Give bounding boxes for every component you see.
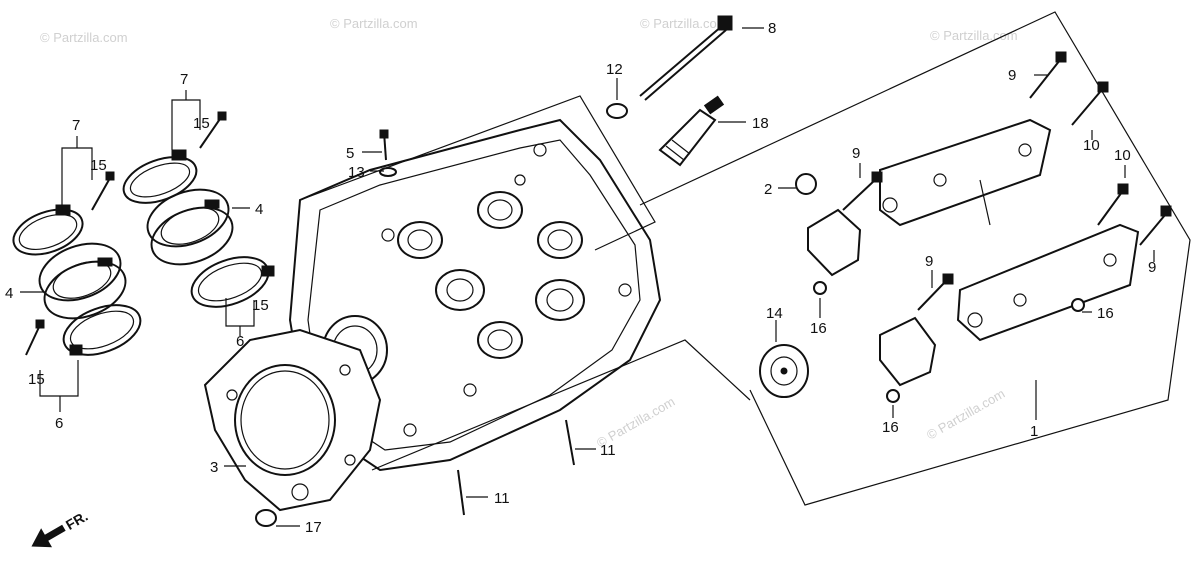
callout-7-lower: 7 xyxy=(72,117,80,134)
callout-9-mid: 9 xyxy=(852,145,860,162)
callout-15-upper-bottom: 15 xyxy=(252,297,269,314)
rocker-arm-assembly xyxy=(639,11,1191,506)
callout-9-top: 9 xyxy=(1008,67,1016,84)
front-arrow-icon xyxy=(31,524,66,548)
callout-1: 1 xyxy=(1030,423,1038,440)
head-group-outline-lower xyxy=(371,339,751,471)
callout-7-upper: 7 xyxy=(180,71,188,88)
callout-9-right: 9 xyxy=(1148,259,1156,276)
callout-12: 12 xyxy=(606,61,623,78)
callout-15-lower-bottom: 15 xyxy=(28,371,45,388)
callout-6-lower: 6 xyxy=(55,415,63,432)
callout-2: 2 xyxy=(764,181,772,198)
callout-15-upper-top: 15 xyxy=(193,115,210,132)
front-arrow: FR. xyxy=(31,508,91,548)
callout-16-left: 16 xyxy=(810,320,827,337)
callout-10-right: 10 xyxy=(1114,147,1131,164)
callout-6-upper: 6 xyxy=(236,333,244,350)
callout-15-lower-top: 15 xyxy=(90,157,107,174)
callout-11-right: 11 xyxy=(600,442,616,459)
callout-9-lower: 9 xyxy=(925,253,933,270)
watermark-6: © Partzilla.com xyxy=(924,386,1007,443)
watermark-2: © Partzilla.com xyxy=(330,16,418,31)
callout-4-lower: 4 xyxy=(5,285,13,302)
callout-13: 13 xyxy=(348,164,365,181)
callout-4-upper: 4 xyxy=(255,201,263,218)
rocker-group-outline xyxy=(639,11,1191,506)
callout-10-top: 10 xyxy=(1083,137,1100,154)
callout-5: 5 xyxy=(346,145,354,162)
callout-16-bottom: 16 xyxy=(882,419,899,436)
callout-11-left: 11 xyxy=(494,490,510,507)
callout-8: 8 xyxy=(768,20,776,37)
callout-3: 3 xyxy=(210,459,218,476)
watermark-1: © Partzilla.com xyxy=(40,30,128,45)
callout-17: 17 xyxy=(305,519,322,536)
left-intake-assembly xyxy=(12,111,275,356)
cylinder-head-assembly xyxy=(203,15,733,527)
front-label: FR. xyxy=(63,508,91,533)
callout-numbers: 1 2 3 4 4 5 6 6 7 7 8 9 9 9 9 10 10 11 1… xyxy=(5,20,1156,536)
callout-18: 18 xyxy=(752,115,769,132)
callout-16-right: 16 xyxy=(1097,305,1114,322)
leader-lines xyxy=(20,27,1155,527)
head-group-outline xyxy=(299,95,656,251)
watermark-3: © Partzilla.com xyxy=(640,16,728,31)
callout-14: 14 xyxy=(766,305,783,322)
